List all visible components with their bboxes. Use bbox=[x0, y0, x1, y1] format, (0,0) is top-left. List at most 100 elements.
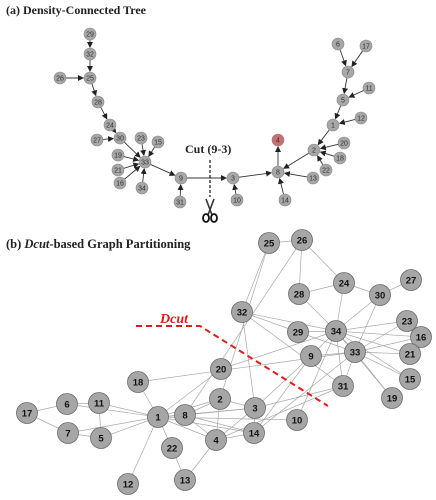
tree-node-label: 22 bbox=[322, 167, 330, 174]
tree-edge-15-33 bbox=[148, 146, 156, 157]
tree-node-29: 29 bbox=[83, 27, 97, 41]
cut-label: Cut (9-3) bbox=[185, 142, 231, 156]
graph-node-28: 28 bbox=[288, 283, 310, 305]
graph-edge-1-6 bbox=[66, 403, 159, 418]
tree-edge-34-33 bbox=[140, 167, 147, 183]
graph-node-label: 28 bbox=[294, 289, 305, 300]
tree-edge-16-33 bbox=[124, 165, 141, 180]
graph-node-21: 21 bbox=[399, 343, 421, 365]
graph-node-label: 10 bbox=[292, 415, 303, 426]
graph-edge-20-1 bbox=[157, 368, 222, 418]
graph-node-label: 18 bbox=[133, 377, 144, 388]
tree-node-label: 25 bbox=[86, 75, 94, 82]
graph-node-label: 6 bbox=[64, 399, 69, 410]
tree-node-33: 33 bbox=[138, 155, 152, 169]
tree-node-label: 34 bbox=[138, 185, 146, 192]
graph-node-15: 15 bbox=[399, 368, 421, 390]
tree-node-18: 18 bbox=[333, 151, 347, 165]
tree-edge-27-30 bbox=[102, 136, 115, 143]
graph-node-6: 6 bbox=[56, 393, 78, 415]
tree-node-label: 12 bbox=[357, 115, 365, 122]
tree-node-label: 24 bbox=[106, 122, 114, 129]
graph-node-label: 1 bbox=[155, 412, 161, 423]
tree-edge-21-33 bbox=[123, 162, 140, 169]
tree-node-label: 33 bbox=[141, 159, 149, 166]
graph-node-label: 27 bbox=[406, 275, 417, 286]
tree-node-32: 32 bbox=[83, 47, 97, 61]
tree-edge-24-30 bbox=[110, 126, 117, 134]
tree-node-16: 16 bbox=[113, 176, 127, 190]
graph-node-7: 7 bbox=[57, 422, 79, 444]
tree-node-label: 23 bbox=[137, 135, 145, 142]
tree-node-label: 30 bbox=[116, 135, 124, 142]
tree-edge-13-8 bbox=[283, 171, 308, 178]
tree-node-label: 19 bbox=[114, 152, 122, 159]
tree-edge-20-2 bbox=[319, 143, 339, 151]
dcut-label: Dcut bbox=[159, 312, 189, 327]
graph-node-26: 26 bbox=[291, 229, 313, 251]
tree-node-label: 31 bbox=[176, 199, 184, 206]
graph-node-label: 25 bbox=[264, 238, 275, 249]
graph-edge-1-12 bbox=[127, 416, 159, 485]
tree-edges bbox=[66, 40, 364, 197]
tree-node-11: 11 bbox=[362, 81, 376, 95]
tree-node-34: 34 bbox=[135, 181, 149, 195]
tree-node-label: 18 bbox=[336, 155, 344, 162]
graph-node-33: 33 bbox=[344, 341, 366, 363]
tree-node-25: 25 bbox=[83, 71, 97, 85]
tree-node-label: 9 bbox=[179, 175, 183, 182]
tree-node-30: 30 bbox=[113, 131, 127, 145]
panel-b-title: (b) Dcut-based Graph Partitioning bbox=[6, 237, 191, 251]
graph-node-24: 24 bbox=[333, 272, 355, 294]
tree-node-label: 16 bbox=[116, 180, 124, 187]
tree-node-label: 7 bbox=[346, 69, 350, 76]
graph-node-22: 22 bbox=[161, 437, 183, 459]
tree-edge-7-5 bbox=[342, 77, 349, 95]
tree-edge-25-28 bbox=[91, 83, 98, 97]
tree-edge-18-2 bbox=[319, 150, 335, 157]
graph-edge-32-34 bbox=[241, 311, 337, 332]
tree-node-10: 10 bbox=[230, 193, 244, 207]
graph-node-11: 11 bbox=[88, 392, 110, 414]
graph-node-label: 21 bbox=[405, 349, 416, 360]
graph-edge-34-21 bbox=[335, 330, 411, 355]
tree-node-label: 3 bbox=[231, 175, 235, 182]
tree-node-22: 22 bbox=[319, 163, 333, 177]
graph-edge-18-33 bbox=[137, 351, 356, 383]
graph-node-4: 4 bbox=[205, 429, 227, 451]
tree-node-label: 32 bbox=[86, 51, 94, 58]
tree-edge-11-5 bbox=[348, 90, 364, 98]
graph-node-19: 19 bbox=[381, 387, 403, 409]
tree-edge-22-2 bbox=[317, 155, 324, 166]
graph-node-label: 9 bbox=[308, 351, 313, 362]
graph-node-label: 22 bbox=[167, 443, 178, 454]
tree-node-label: 11 bbox=[365, 85, 372, 92]
tree-node-20: 20 bbox=[337, 136, 351, 150]
tree-edge-12-1 bbox=[338, 119, 356, 126]
graph-node-label: 12 bbox=[123, 479, 134, 490]
graph-node-label: 29 bbox=[293, 327, 304, 338]
tree-edge-6-7 bbox=[339, 49, 347, 67]
graph-node-2: 2 bbox=[209, 388, 231, 410]
graph-node-label: 11 bbox=[94, 398, 105, 409]
tree-node-label: 1 bbox=[331, 122, 335, 129]
tree-edge-28-24 bbox=[100, 107, 108, 120]
graph-edge-31-4 bbox=[215, 385, 344, 441]
tree-node-label: 28 bbox=[94, 99, 102, 106]
tree-edge-2-8 bbox=[283, 152, 310, 169]
graph-node-32: 32 bbox=[231, 301, 253, 323]
graph-node-9: 9 bbox=[300, 345, 322, 367]
tree-node-5: 5 bbox=[336, 93, 350, 107]
graph-edge-34-15 bbox=[335, 330, 411, 380]
tree-node-label: 15 bbox=[154, 139, 162, 146]
graph-node-label: 17 bbox=[22, 408, 33, 419]
graph-node-label: 26 bbox=[297, 235, 308, 246]
tree-edge-5-1 bbox=[334, 105, 342, 120]
tree-node-label: 27 bbox=[93, 137, 101, 144]
tree-node-label: 4 bbox=[276, 137, 280, 144]
graph-node-label: 23 bbox=[402, 316, 413, 327]
graph-node-label: 15 bbox=[405, 374, 416, 385]
